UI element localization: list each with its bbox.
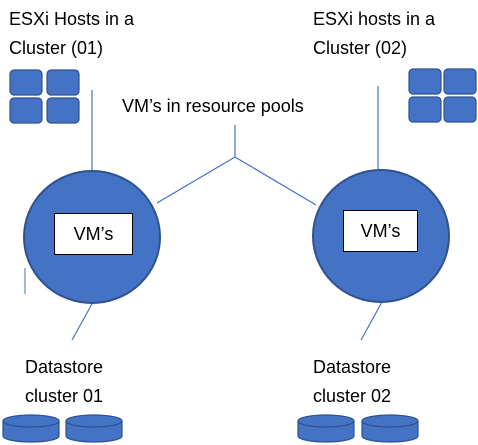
disk-cylinder-icon — [65, 414, 123, 443]
disk-cylinder-icon — [2, 414, 60, 443]
resource-pools-text: VM’s in resource pools — [122, 96, 304, 116]
vm-box-left: VM’s — [54, 213, 133, 255]
esxi-cluster-02-line1: ESXi hosts in a — [313, 9, 436, 29]
server-grid-icon — [408, 68, 477, 123]
esxi-cluster-01-line2: Cluster (01) — [9, 38, 104, 58]
datastore-02-line1: Datastore — [313, 357, 392, 377]
connector-vm01-to-datastore01 — [71, 301, 94, 341]
vm-box-left-label: VM’s — [73, 223, 114, 244]
server-grid-icon — [9, 69, 80, 124]
datastore-02-line2: cluster 02 — [313, 386, 392, 406]
connector-pool-to-vm02 — [234, 156, 317, 206]
connector-vm02-to-datastore02 — [360, 301, 383, 341]
esxi-cluster-01-line1: ESXi Hosts in a — [9, 9, 135, 29]
disk-cylinder-icon — [297, 414, 355, 443]
datastore-01-line1: Datastore — [25, 357, 104, 377]
vm-box-right-label: VM’s — [360, 220, 401, 241]
resource-pools-label: VM’s in resource pools — [122, 92, 304, 121]
disk-cylinder-icon — [361, 414, 419, 443]
esxi-cluster-02-label: ESXi hosts in a Cluster (02) — [313, 5, 435, 63]
datastore-01-label: Datastore cluster 01 — [25, 353, 103, 411]
datastore-02-label: Datastore cluster 02 — [313, 353, 391, 411]
esxi-cluster-01-label: ESXi Hosts in a Cluster (01) — [9, 5, 134, 63]
esxi-cluster-02-line2: Cluster (02) — [313, 38, 408, 58]
datastore-01-line2: cluster 01 — [25, 386, 104, 406]
connector-pool-to-vm01 — [156, 156, 236, 204]
vm-box-right: VM’s — [343, 210, 418, 252]
